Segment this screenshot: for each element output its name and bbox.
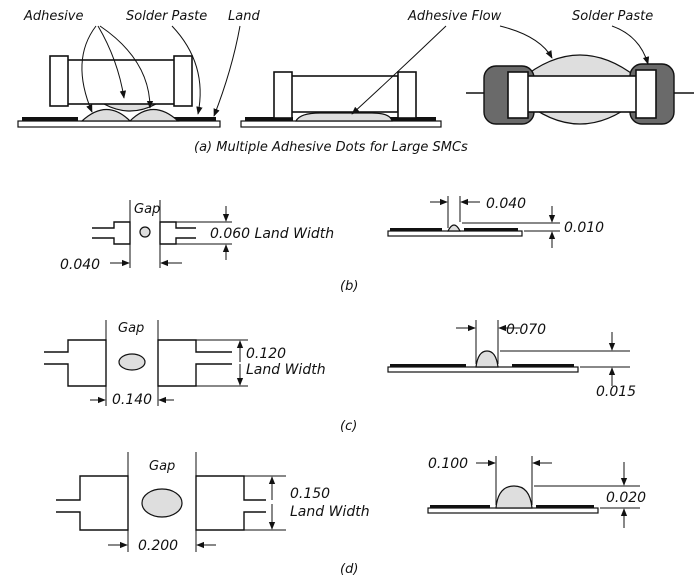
side-dot-dim: 0.070	[506, 322, 546, 338]
pcb-board	[17, 120, 221, 128]
side-dot-dim: 0.100	[428, 456, 468, 472]
gap-dim: 0.200	[138, 538, 178, 554]
land-pad	[512, 364, 574, 367]
land-pad	[390, 228, 442, 231]
land-pad-right	[195, 475, 266, 531]
side-height-dim: 0.010	[564, 220, 604, 236]
component-end-cap	[397, 71, 417, 119]
adhesive-dot-side	[447, 224, 461, 232]
land-pad-left	[92, 221, 131, 245]
land-pad	[245, 117, 293, 121]
pcb-board	[240, 120, 442, 128]
panel-a: Adhesive Solder Paste Land Adhesive Flow…	[17, 9, 694, 155]
leader-solder-paste	[171, 25, 203, 115]
leader-adhesive-dot2	[97, 25, 127, 99]
caption-c: (c)	[340, 419, 357, 434]
component-adhesive-flow	[240, 71, 442, 128]
leader-land	[213, 25, 241, 117]
land-pad	[170, 117, 216, 121]
component-end-cap	[49, 55, 69, 107]
land-pad-right	[157, 339, 232, 387]
component-end-cap	[507, 71, 529, 119]
label-solder-paste-right: Solder Paste	[572, 9, 653, 24]
caption-b: (b)	[340, 279, 358, 294]
label-land: Land	[228, 9, 260, 24]
land-width-dim: 0.060 Land Width	[210, 226, 334, 242]
adhesive-dot-side	[475, 350, 499, 368]
label-solder-paste: Solder Paste	[126, 9, 207, 24]
adhesive-dot	[139, 226, 151, 238]
land-pad	[390, 117, 436, 121]
land-pad-right	[159, 221, 196, 245]
leader-adhesive-flow-left	[351, 25, 447, 115]
component-end-cap	[273, 71, 293, 119]
component-body	[525, 75, 639, 113]
leader-adhesive-dot1	[81, 25, 97, 113]
panel-c: Gap 0.120 Land Width 0.140 0.070 0.015 (…	[44, 320, 636, 434]
land-width-text: Land Width	[246, 362, 326, 378]
leader-adhesive-dot3	[99, 25, 154, 109]
land-width-value: 0.120	[246, 346, 286, 362]
pcb-board	[387, 366, 579, 373]
leader-solder-paste-right	[611, 25, 650, 65]
gap-dim: 0.140	[112, 392, 152, 408]
gap-label: Gap	[149, 459, 175, 474]
caption-a: (a) Multiple Adhesive Dots for Large SMC…	[194, 140, 468, 155]
component-body	[289, 75, 399, 113]
pcb-board	[387, 230, 523, 237]
gap-dim: 0.040	[60, 257, 100, 273]
gap-label: Gap	[118, 321, 144, 336]
component-solder-paste	[466, 54, 694, 125]
side-height-dim: 0.020	[606, 490, 646, 506]
land-pad	[536, 505, 594, 508]
label-adhesive-flow: Adhesive Flow	[407, 9, 502, 24]
land-pad	[430, 505, 490, 508]
adhesive-flow-layer	[295, 112, 393, 122]
land-pad-left	[56, 475, 129, 531]
land-pad	[464, 228, 518, 231]
land-pad-left	[44, 339, 107, 387]
leader-adhesive-flow-right	[499, 25, 553, 59]
adhesive-dot	[80, 108, 180, 122]
adhesive-dot	[118, 353, 146, 371]
land-pad	[390, 364, 466, 367]
gap-label: Gap	[134, 202, 160, 217]
land-pad	[22, 117, 78, 121]
caption-d: (d)	[340, 562, 358, 577]
adhesive-dot	[141, 488, 183, 518]
panel-d: Gap 0.150 Land Width 0.200 0.100 0.020 (…	[56, 452, 646, 577]
pcb-board	[427, 507, 599, 514]
panel-b: Gap 0.060 Land Width 0.040 0.040 0.010 (…	[60, 196, 604, 294]
component-end-cap	[635, 69, 657, 119]
side-dot-dim: 0.040	[486, 196, 526, 212]
adhesive-dot-side	[495, 485, 533, 509]
label-adhesive: Adhesive	[23, 9, 83, 24]
side-height-dim: 0.015	[596, 384, 636, 400]
component-end-cap	[173, 55, 193, 107]
land-width-value: 0.150	[290, 486, 330, 502]
component-multi-dot	[17, 55, 221, 128]
land-width-text: Land Width	[290, 504, 370, 520]
